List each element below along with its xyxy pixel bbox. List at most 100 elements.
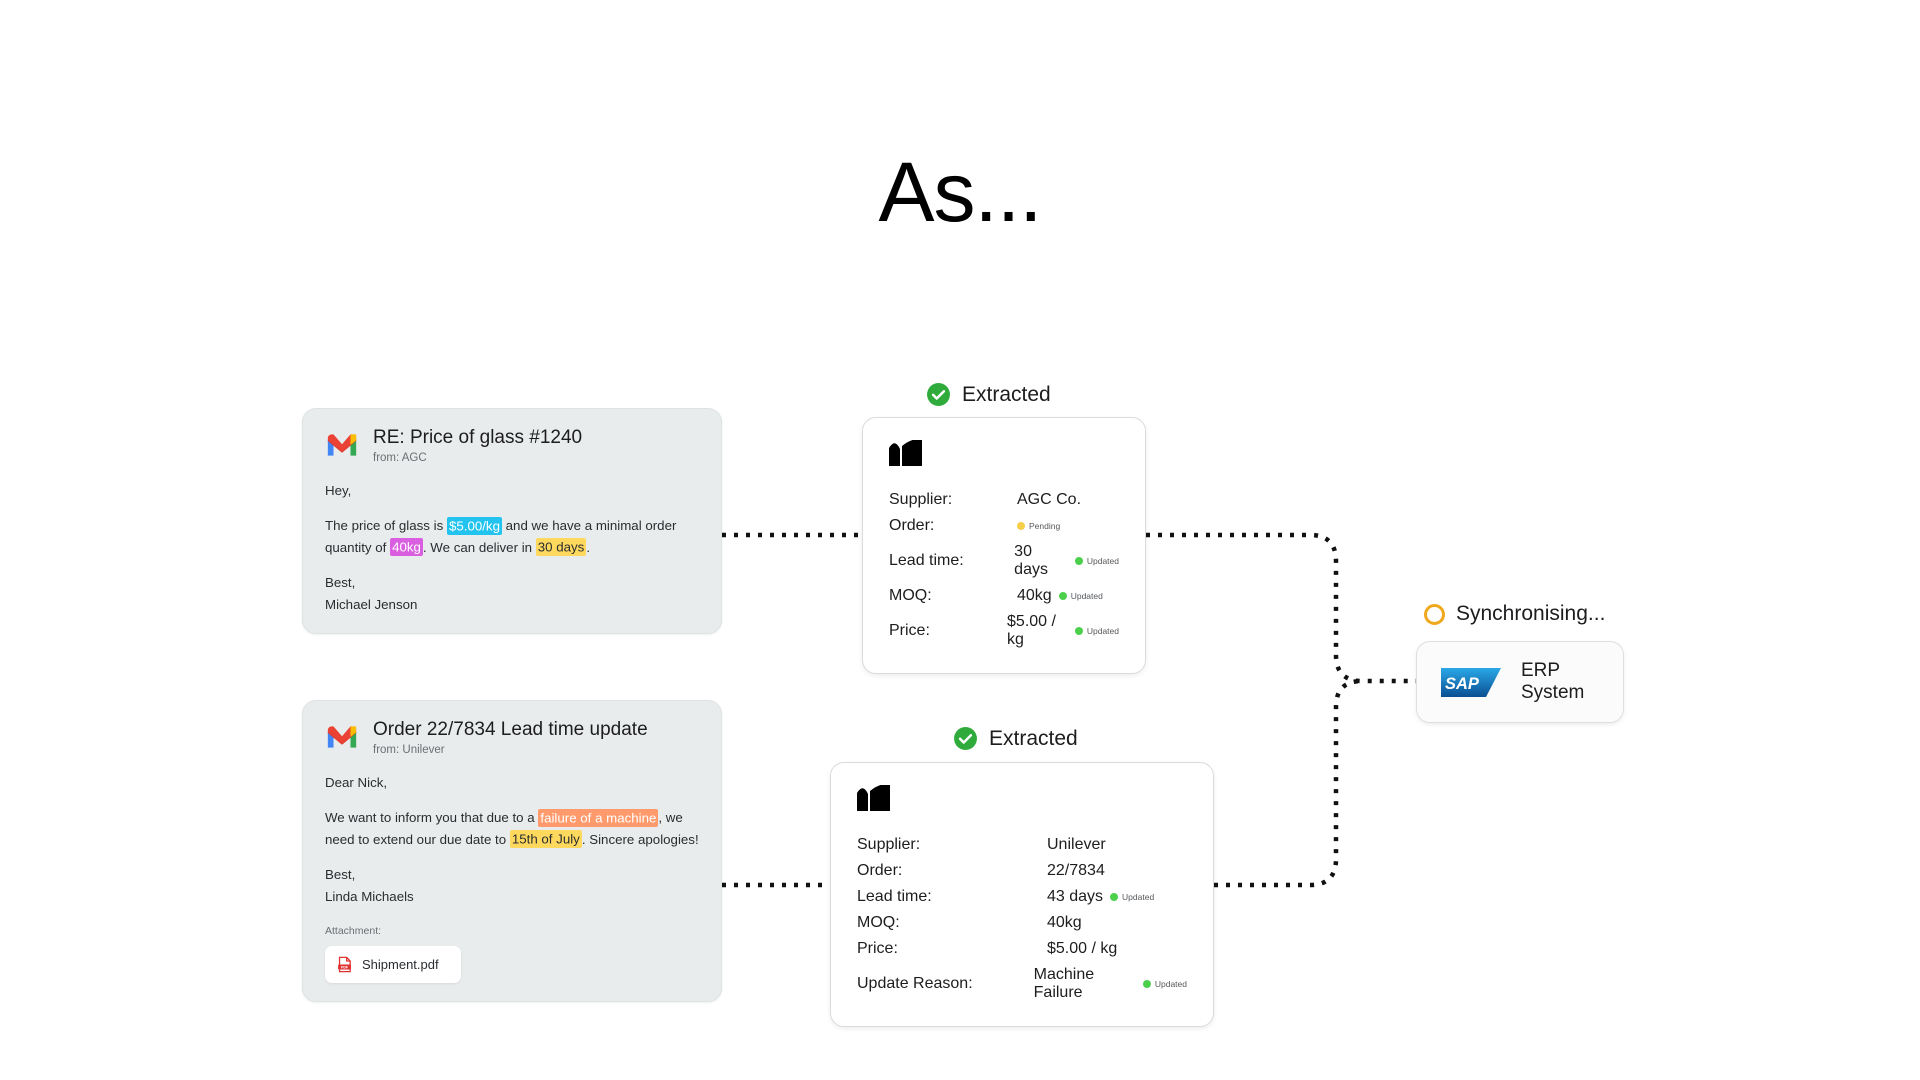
email-sender: from: AGC [373, 451, 427, 464]
brand-mark-icon [857, 784, 890, 811]
field-value: 43 days Updated [1047, 888, 1154, 906]
email-signature: Best, Linda Michaels [325, 864, 699, 907]
value-text: $5.00 / kg [1047, 940, 1118, 957]
email-greeting: Dear Nick, [325, 774, 388, 790]
badge-text: Pending [1029, 521, 1061, 531]
email-card-unilever[interactable]: Order 22/7834 Lead time update from: Uni… [302, 700, 722, 1003]
sync-label: Synchronising... [1456, 602, 1606, 625]
sign-off: Best, [325, 867, 356, 883]
extracted-label: Extracted [989, 726, 1078, 750]
extracted-card-unilever[interactable]: Supplier: Unilever Order: 22/7834 Lead t… [830, 762, 1214, 1027]
field-label: Price: [889, 622, 930, 639]
value-text: $5.00 / kg [1007, 613, 1056, 648]
field-label: MOQ: [857, 914, 900, 931]
field-label: Price: [857, 940, 898, 957]
field-row: Supplier: Unilever [857, 836, 1187, 854]
extracted-card-agc[interactable]: Supplier: AGC Co. Order: Pending Lead ti… [862, 417, 1146, 674]
brand-mark-icon [889, 439, 922, 466]
text-run: and we have a minimal order quantity of [325, 518, 677, 555]
field-label: Order: [889, 517, 935, 534]
attachment-label: Attachment: [325, 925, 382, 938]
status-dot [1017, 522, 1025, 530]
value-text: 40kg [1047, 914, 1082, 931]
email-card-agc[interactable]: RE: Price of glass #1240 from: AGC Hey, … [302, 408, 722, 635]
pdf-icon: PDF [338, 957, 351, 973]
email-subject: Order 22/7834 Lead time update [373, 719, 648, 740]
field-label: Lead time: [857, 888, 932, 905]
status-badge: Pending [1017, 521, 1060, 531]
sender-name: Michael Jenson [325, 596, 418, 612]
status-badge: Updated [1074, 626, 1119, 636]
field-value: $5.00 / kg [1047, 940, 1117, 958]
field-label: Update Reason: [857, 975, 973, 992]
text-run: , we need to extend our due date to [325, 810, 683, 847]
status-dot [1142, 980, 1151, 988]
status-dot [1074, 627, 1083, 635]
email-sender: from: Unilever [373, 743, 445, 756]
text-run: The price of glass is [325, 518, 447, 534]
email-header: RE: Price of glass #1240 from: AGC [303, 409, 721, 470]
value-text: 22/7834 [1047, 862, 1105, 879]
attachment-chip[interactable]: PDF Shipment.pdf [325, 946, 461, 984]
field-value: 40kg [1047, 914, 1082, 932]
highlight-price: $5.00/kg [446, 516, 502, 535]
highlight-moq: 40kg [390, 538, 423, 557]
status-badge: Updated [1142, 979, 1187, 989]
text-run: We want to inform you that due to a [325, 810, 539, 826]
erp-system-card[interactable]: SAP ERP System [1416, 641, 1624, 723]
badge-text: Updated [1070, 591, 1103, 601]
email-body: Dear Nick, We want to inform you that du… [303, 762, 721, 1002]
field-row: MOQ: 40kg Updated [889, 587, 1119, 605]
badge-text: Updated [1086, 626, 1119, 636]
email-body: Hey, The price of glass is $5.00/kg and … [303, 470, 721, 634]
field-label: Lead time: [889, 552, 964, 569]
badge-text: Updated [1122, 892, 1155, 902]
text-run: . We can deliver in [422, 539, 536, 555]
badge-text: Updated [1086, 556, 1119, 566]
sign-off: Best, [325, 575, 356, 591]
status-dot [1074, 557, 1083, 565]
spinner-icon [1424, 603, 1445, 625]
value-text: Machine Failure [1033, 966, 1095, 1001]
field-value: $5.00 / kg Updated [1007, 613, 1119, 649]
gmail-icon [327, 434, 357, 456]
check-circle-icon [927, 383, 950, 406]
sap-logo-icon: SAP [1441, 667, 1501, 697]
field-value: Machine Failure Updated [1034, 966, 1187, 1002]
extracted-label: Extracted [962, 382, 1051, 406]
field-label: Supplier: [889, 491, 953, 508]
email-paragraph: We want to inform you that due to a fail… [325, 807, 699, 850]
value-text: Unilever [1047, 836, 1106, 853]
svg-text:PDF: PDF [341, 966, 349, 970]
highlight-reason: failure of a machine [538, 808, 659, 827]
status-badge: Updated [1110, 892, 1154, 902]
connector-card2-to-erp [1214, 678, 1363, 888]
value-text: 40kg [1017, 587, 1052, 604]
check-circle-icon [954, 727, 977, 750]
field-row: Update Reason: Machine Failure Updated [857, 966, 1187, 1002]
field-row: Order: 22/7834 [857, 862, 1187, 880]
field-row: Lead time: 43 days Updated [857, 888, 1187, 906]
email-header: Order 22/7834 Lead time update from: Uni… [303, 701, 721, 762]
field-label: Supplier: [857, 836, 921, 853]
sync-status: Synchronising... [1424, 602, 1605, 626]
attachment-name: Shipment.pdf [362, 957, 439, 973]
field-value: Unilever [1047, 836, 1106, 854]
status-dot [1110, 893, 1119, 901]
field-row: MOQ: 40kg [857, 914, 1187, 932]
email-greeting: Hey, [325, 482, 352, 498]
field-value: 40kg Updated [1017, 587, 1103, 605]
text-run: . [586, 539, 591, 555]
status-badge: Updated [1058, 591, 1103, 601]
field-value: 30 days Updated [1014, 543, 1119, 579]
field-row: Lead time: 30 days Updated [889, 543, 1119, 579]
highlight-date: 15th of July [509, 830, 582, 849]
extracted-status-agc: Extracted [926, 382, 1051, 407]
erp-label: ERP System [1521, 660, 1585, 703]
highlight-leadtime: 30 days [535, 538, 587, 557]
sender-name: Linda Michaels [325, 888, 414, 904]
field-value: Pending [1017, 521, 1060, 531]
field-label: Order: [857, 862, 903, 879]
email-signature: Best, Michael Jenson [325, 572, 699, 615]
